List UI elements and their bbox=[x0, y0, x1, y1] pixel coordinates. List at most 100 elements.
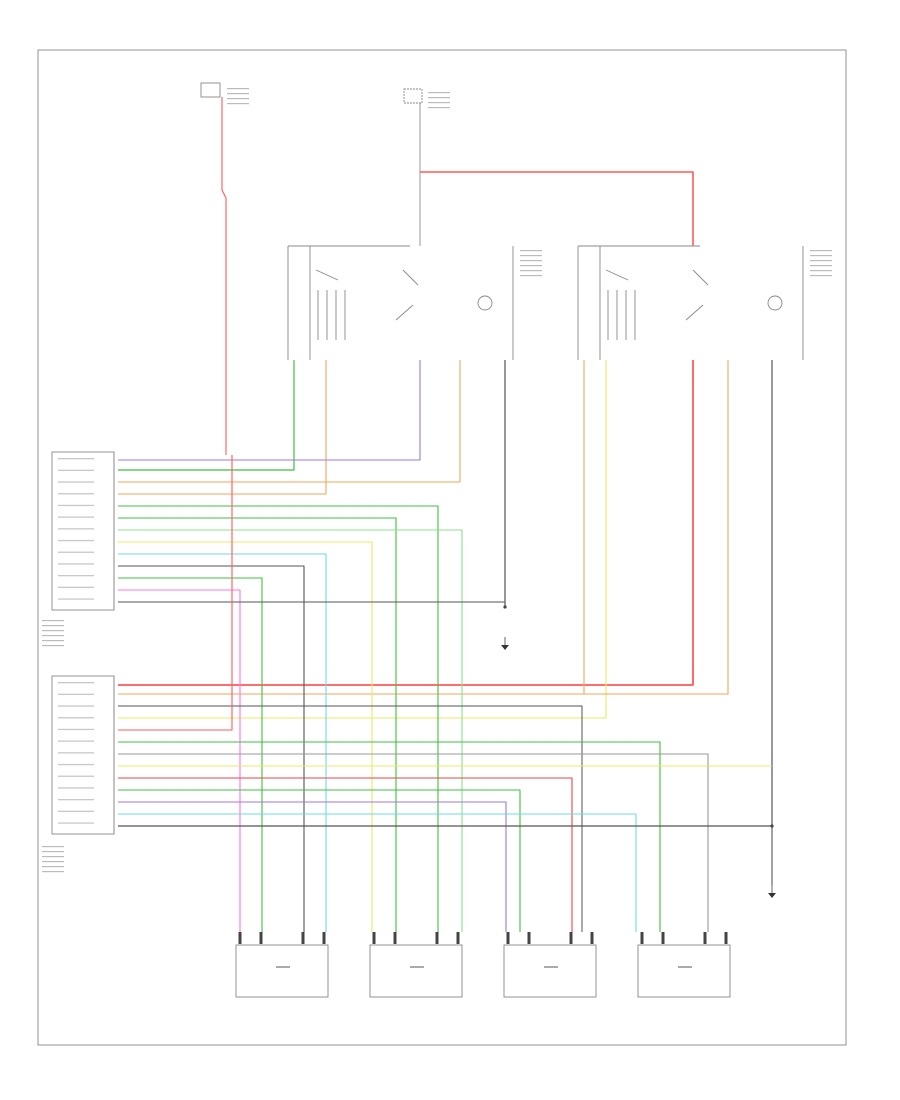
right-module-note bbox=[42, 866, 64, 868]
wire-orange-1 bbox=[118, 360, 327, 495]
left-rear-seat-heater-module bbox=[51, 451, 115, 611]
driver-switch-note bbox=[520, 275, 542, 277]
feed-red-bus bbox=[420, 171, 694, 246]
wire-rm-1 bbox=[118, 705, 583, 932]
wire-rm-3 bbox=[118, 753, 709, 932]
right-module-note bbox=[42, 861, 64, 863]
seat-heater-element-1 bbox=[235, 944, 329, 998]
module-pin-label bbox=[58, 752, 94, 754]
heater-connector-pin bbox=[372, 932, 376, 944]
diagram-border bbox=[37, 49, 847, 1046]
module-pin-label bbox=[58, 705, 94, 707]
heater-label-stub bbox=[544, 966, 558, 968]
ground-g302 bbox=[768, 893, 776, 898]
wire-lm-4 bbox=[118, 541, 373, 932]
left-module-note bbox=[42, 630, 64, 632]
right-module-note bbox=[42, 871, 64, 873]
module-pin-label bbox=[58, 787, 94, 789]
wire-lm-1 bbox=[118, 505, 439, 932]
module-pin-label bbox=[58, 528, 94, 530]
passenger-switch-note bbox=[810, 260, 832, 262]
heater-connector-pin bbox=[322, 932, 326, 944]
wire-lm-5 bbox=[118, 553, 327, 932]
passenger-switch-lever bbox=[605, 269, 629, 281]
wire-yellow-1 bbox=[118, 360, 607, 719]
module-pin-label bbox=[58, 539, 94, 542]
heater-label-stub bbox=[678, 966, 692, 968]
driver-switch-lever bbox=[315, 269, 339, 281]
module-pin-label bbox=[58, 551, 94, 553]
wire-rm-5 bbox=[118, 777, 573, 932]
fuse-left bbox=[200, 82, 221, 98]
wire-rm-7 bbox=[118, 801, 507, 932]
component-layer bbox=[37, 49, 847, 1046]
fuse-right-note bbox=[428, 92, 450, 94]
driver-switch-note bbox=[520, 270, 542, 272]
wire-layer bbox=[118, 97, 773, 932]
driver-indicator-lamp bbox=[477, 295, 493, 311]
heater-connector-pin bbox=[590, 932, 594, 944]
driver-relay-arm-2 bbox=[395, 304, 414, 321]
fuse-right-note bbox=[428, 107, 450, 109]
heater-connector-pin bbox=[435, 932, 439, 944]
heater-connector-pin bbox=[527, 932, 531, 944]
wire-lm-8 bbox=[118, 589, 241, 932]
splice-s1 bbox=[503, 605, 507, 609]
module-pin-label bbox=[58, 682, 94, 684]
right-module-note bbox=[42, 846, 64, 848]
module-pin-label bbox=[58, 740, 94, 742]
module-pin-label bbox=[58, 763, 94, 766]
module-pin-label bbox=[58, 693, 94, 695]
module-pin-label bbox=[58, 598, 94, 600]
module-pin-label bbox=[58, 810, 94, 812]
heater-label-stub bbox=[276, 966, 290, 968]
left-module-note bbox=[42, 625, 64, 627]
wire-rm-8 bbox=[118, 813, 637, 932]
driver-switch-note bbox=[520, 250, 542, 252]
left-module-note bbox=[42, 620, 64, 622]
module-pin-label bbox=[58, 493, 94, 495]
module-pin-label bbox=[58, 728, 94, 731]
passenger-switch-note bbox=[810, 275, 832, 277]
driver-switch-note bbox=[520, 265, 542, 267]
module-pin-label bbox=[58, 469, 94, 471]
heater-connector-pin bbox=[301, 932, 305, 944]
module-pin-label bbox=[58, 822, 94, 824]
heater-connector-pin bbox=[506, 932, 510, 944]
passenger-switch-note bbox=[810, 270, 832, 272]
module-pin-label bbox=[58, 504, 94, 507]
module-pin-label bbox=[58, 516, 94, 518]
fuse-left-note bbox=[227, 88, 249, 90]
left-module-note bbox=[42, 635, 64, 637]
fuse-left-note bbox=[227, 98, 249, 100]
passenger-indicator-lamp bbox=[767, 295, 783, 311]
wire-lm-2 bbox=[118, 517, 397, 932]
heater-connector-pin bbox=[456, 932, 460, 944]
wire-orange-4 bbox=[584, 360, 729, 695]
right-module-note bbox=[42, 856, 64, 858]
module-pin-label bbox=[58, 717, 94, 719]
driver-switch-note bbox=[520, 255, 542, 257]
heater-connector-pin bbox=[393, 932, 397, 944]
fuse-left-note bbox=[227, 93, 249, 95]
module-pin-label bbox=[58, 575, 94, 577]
wire-rm-6 bbox=[118, 789, 521, 932]
module-pin-label bbox=[58, 458, 94, 460]
seat-heater-element-2 bbox=[369, 944, 463, 998]
wire-lm-3 bbox=[118, 529, 463, 932]
seat-heater-element-3 bbox=[503, 944, 597, 998]
fuse-right-note bbox=[428, 102, 450, 104]
wire-rm-feed bbox=[118, 455, 233, 731]
heater-connector-pin bbox=[703, 932, 707, 944]
left-module-note bbox=[42, 645, 64, 647]
driver-switch-note bbox=[520, 260, 542, 262]
heater-connector-pin bbox=[569, 932, 573, 944]
driver-relay-arm bbox=[402, 269, 419, 286]
passenger-switch-note bbox=[810, 250, 832, 252]
ground-g301 bbox=[501, 645, 509, 650]
module-pin-label bbox=[58, 563, 94, 565]
passenger-relay-arm bbox=[692, 269, 709, 286]
passenger-switch-note bbox=[810, 255, 832, 257]
wire-lm-6 bbox=[118, 565, 305, 932]
